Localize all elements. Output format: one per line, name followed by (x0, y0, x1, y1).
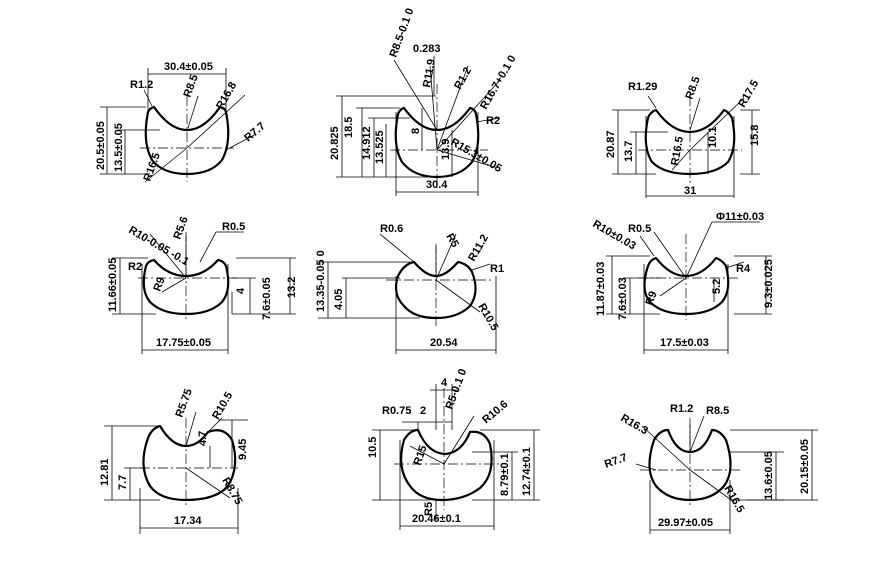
p1-center-height-label: 13.5±0.05 (113, 123, 125, 172)
p7-r10-5-label: R10.5 (210, 390, 235, 421)
p1-r1-2-label: R1.2 (130, 79, 153, 91)
p1-height-label: 20.5±0.05 (95, 121, 107, 170)
p4-width-label: 17.75±0.05 (156, 337, 211, 349)
p9-r1-2-label: R1.2 (670, 403, 693, 415)
p2-8-label: 8 (410, 128, 422, 134)
p1-r16-8-label: R16.8 (214, 80, 239, 111)
p6-phi-label: Φ11±0.03 (716, 211, 764, 223)
p7-9-45-label: 9.45 (237, 439, 249, 460)
p3-10-1-label: 10.1 (707, 127, 719, 148)
p3-r1-29-label: R1.29 (628, 81, 657, 93)
p5-r0-6-label: R0.6 (380, 223, 403, 235)
p7-7-7-label: 7.7 (117, 475, 129, 490)
p3-13-7-label: 13.7 (623, 141, 635, 162)
p8-4-label: 4 (441, 377, 448, 389)
p3-height-label: 20.87 (605, 130, 617, 158)
p8-r15-label: R15 (412, 444, 430, 467)
profile-2: 0.283 R8.5-0.1 0 R11.9 R1.2 R16.7+0.1 0 … (329, 7, 519, 196)
p5-height-label: 13.35-0.05 0 (315, 250, 327, 312)
p5-r1-label: R1 (490, 263, 504, 275)
p3-r8-5-label: R8.5 (684, 75, 703, 101)
p7-width-label: 17.34 (174, 515, 202, 527)
p6-width-label: 17.5±0.03 (660, 337, 709, 349)
p5-width-label: 20.54 (430, 337, 458, 349)
p9-r8-5-label: R8.5 (706, 405, 729, 417)
p6-r9-label: R9 (644, 290, 660, 307)
p4-r5-6-label: R5.6 (172, 215, 191, 241)
p3-r16-5-label: R16.5 (669, 136, 686, 167)
p7-4-7-label: 4.7 (197, 431, 209, 446)
profile-3-outline (644, 108, 736, 176)
profile-4: R10-0.05 -0.1 R5.6 R0.5 R2 11.66±0.05 R9… (107, 215, 298, 354)
p2-20-825-label: 20.825 (329, 126, 341, 160)
p8-r5-bottom-label: R5 (423, 502, 435, 516)
p8-2-label: 2 (420, 405, 426, 417)
p2-0-283-label: 0.283 (413, 43, 441, 55)
profile-6: R10±0.03 R0.5 Φ11±0.03 11.87±0.03 7.6±0.… (591, 211, 775, 354)
profile-5-outline (394, 260, 477, 320)
p2-r1-2-label: R1.2 (452, 65, 474, 91)
p4-13-2-label: 13.2 (286, 277, 298, 298)
p5-r5-label: R5 (443, 232, 460, 250)
profile-4-outline (142, 258, 230, 316)
p9-13-6-label: 13.6±0.05 (763, 451, 775, 500)
profile-8-outline (399, 428, 493, 502)
p2-13-9-label: 13.9 (440, 139, 452, 160)
p2-r16-7-label: R16.7+0.1 0 (478, 53, 519, 111)
p9-height-label: 20.15±0.05 (799, 439, 811, 494)
p8-r5-label: R5-0.1 0 (444, 367, 470, 411)
p8-8-79-label: 8.79±0.1 (499, 453, 511, 496)
p4-7-6-label: 7.6±0.05 (261, 277, 273, 320)
p6-height-label: 11.87±0.03 (595, 262, 607, 316)
p5-r11-2-label: R11.2 (466, 233, 491, 264)
p8-10-5-label: 10.5 (367, 437, 379, 458)
p3-width-label: 31 (684, 185, 696, 197)
profile-5: R0.6 R5 R11.2 R1 13.35-0.05 0 4.05 R10.5… (315, 223, 504, 354)
profile-2-outline (394, 106, 480, 179)
p2-r11-9-label: R11.9 (421, 58, 438, 88)
p6-9-3-label: 9.3±0.025 (763, 259, 775, 308)
p5-r10-5-label: R10.5 (475, 302, 500, 333)
p6-r0-5-label: R0.5 (628, 223, 651, 235)
p4-height-label: 11.66±0.05 (107, 258, 119, 312)
p2-14-912-label: 14.912 (361, 126, 373, 160)
p4-r2-label: R2 (128, 261, 142, 273)
profile-9-outline (648, 428, 732, 502)
p6-r4-label: R4 (736, 263, 751, 275)
profile-7-outline (142, 424, 237, 502)
p9-r16-5-label: R16.5 (721, 484, 746, 515)
p8-r10-6-label: R10.6 (480, 398, 510, 426)
p1-width-label: 30.4±0.05 (164, 61, 213, 73)
p5-4-05-label: 4.05 (333, 289, 345, 310)
p2-13-525-label: 13.525 (374, 130, 386, 164)
p7-height-label: 12.81 (99, 458, 111, 486)
p9-r7-7-label: R7.7 (603, 452, 629, 471)
profile-7: R5.75 R10.5 12.81 4.7 9.45 7.7 R8.75 17.… (99, 387, 249, 534)
p6-5-2-label: 5.2 (711, 279, 723, 294)
p8-12-74-label: 12.74±0.1 (521, 447, 533, 496)
profile-6-outline (643, 256, 730, 316)
p8-r0-75-label: R0.75 (382, 405, 411, 417)
profile-9: R1.2 R8.5 R16.3 R7.7 13.6±0.05 20.15±0.0… (603, 403, 818, 534)
p4-4-label: 4 (235, 287, 247, 294)
p9-width-label: 29.97±0.05 (658, 517, 713, 529)
p4-r9-label: R9 (152, 276, 168, 293)
profile-1: 30.4±0.05 R1.2 R8.5 R16.8 20.5±0.05 13.5… (95, 61, 268, 183)
profile-8: 4 R5-0.1 0 R0.75 2 R10.6 10.5 R15 8.79±0… (367, 367, 540, 530)
p1-r7-7-label: R7.7 (242, 120, 268, 144)
p4-r0-5-label: R0.5 (222, 221, 245, 233)
p2-r2-label: R2 (486, 115, 500, 127)
p6-7-6-label: 7.6±0.03 (617, 277, 629, 320)
p1-r8-5-label: R8.5 (182, 73, 201, 99)
p2-18-5-label: 18.5 (343, 117, 355, 138)
profile-3: R1.29 R8.5 R17.5 20.87 13.7 R16.5 10.1 1… (605, 75, 761, 198)
p8-width-label: 20.46±0.1 (412, 513, 461, 525)
p9-r16-3-label: R16.3 (619, 412, 650, 437)
p7-r5-75-label: R5.75 (174, 387, 195, 419)
p3-15-8-label: 15.8 (749, 125, 761, 146)
p2-width-label: 30.4 (426, 179, 448, 191)
p3-r17-5-label: R17.5 (736, 78, 761, 109)
